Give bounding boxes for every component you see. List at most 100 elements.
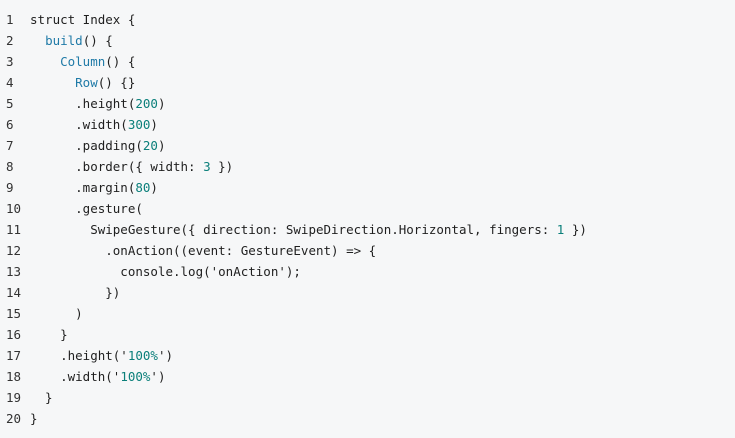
code-token: })	[30, 285, 121, 300]
line-number: 3	[6, 54, 14, 69]
code-line: 3 Column() {	[0, 51, 735, 72]
line-number: 4	[6, 75, 14, 90]
line-number: 7	[6, 138, 14, 153]
code-line: 1 struct Index {	[0, 9, 735, 30]
code-token: })	[210, 159, 234, 174]
line-content: }	[30, 411, 735, 426]
code-token: .height(	[30, 96, 136, 111]
code-line: 4 Row() {}	[0, 72, 735, 93]
code-token: .padding(	[30, 138, 143, 153]
code-token: ')	[150, 369, 166, 384]
code-token: )	[157, 96, 166, 111]
code-token: () {}	[97, 75, 136, 90]
code-token: () {	[82, 33, 113, 48]
code-line: 8 .border({ width: 3 })	[0, 156, 735, 177]
code-token: )	[150, 117, 158, 132]
code-token: console.log('onAction');	[30, 264, 301, 279]
code-line: 11 SwipeGesture({ direction: SwipeDirect…	[0, 219, 735, 240]
line-number: 9	[6, 180, 14, 195]
code-token: .width('	[30, 369, 121, 384]
code-token: SwipeGesture({ direction: SwipeDirection…	[30, 222, 557, 237]
code-token: 200	[135, 96, 158, 111]
line-number: 8	[6, 159, 14, 174]
code-token: )	[30, 306, 83, 321]
code-token: 3	[203, 159, 211, 174]
line-number: 11	[6, 222, 22, 237]
line-content: }	[30, 390, 735, 405]
line-content: })	[30, 285, 735, 300]
line-content: console.log('onAction');	[30, 264, 735, 279]
code-token: struct Index {	[30, 12, 136, 27]
line-number: 14	[6, 285, 22, 300]
code-token	[30, 75, 75, 90]
line-number: 5	[6, 96, 14, 111]
code-token: Row	[75, 75, 98, 90]
code-line: 2 build() {	[0, 30, 735, 51]
line-content: Column() {	[30, 54, 735, 69]
code-token	[30, 54, 60, 69]
code-line: 14 })	[0, 282, 735, 303]
code-token: .gesture(	[30, 201, 143, 216]
code-token: 100%	[127, 348, 158, 363]
line-content: build() {	[30, 33, 735, 48]
code-line: 13 console.log('onAction');	[0, 261, 735, 282]
line-content: .margin(80)	[30, 180, 735, 195]
code-token: 1	[556, 222, 565, 237]
code-token	[30, 33, 45, 48]
line-number: 18	[6, 369, 22, 384]
code-line: 19 }	[0, 387, 735, 408]
code-token: }	[30, 327, 68, 342]
code-line: 17 .height('100%')	[0, 345, 735, 366]
code-token: Column	[60, 54, 106, 69]
line-number: 1	[6, 12, 14, 27]
code-token: 80	[135, 180, 151, 195]
code-token: )	[157, 138, 166, 153]
line-content: }	[30, 327, 735, 342]
code-line: 15 )	[0, 303, 735, 324]
code-line: 18 .width('100%')	[0, 366, 735, 387]
line-content: )	[30, 306, 735, 321]
line-number: 2	[6, 33, 14, 48]
code-line: 10 .gesture(	[0, 198, 735, 219]
line-content: .border({ width: 3 })	[30, 159, 735, 174]
line-number: 6	[6, 117, 14, 132]
line-number: 20	[6, 411, 22, 426]
code-line: 16 }	[0, 324, 735, 345]
code-token: })	[564, 222, 587, 237]
code-line: 20}	[0, 408, 735, 429]
code-token: () {	[105, 54, 136, 69]
code-token: .height('	[30, 348, 128, 363]
line-content: .height('100%')	[30, 348, 735, 363]
code-token: )	[150, 180, 158, 195]
line-content: .width('100%')	[30, 369, 735, 384]
line-content: .onAction((event: GestureEvent) => {	[30, 243, 735, 258]
code-token: }	[30, 411, 38, 426]
code-token: 100%	[120, 369, 151, 384]
line-number: 13	[6, 264, 22, 279]
line-number: 15	[6, 306, 22, 321]
code-line: 12 .onAction((event: GestureEvent) => {	[0, 240, 735, 261]
line-number: 17	[6, 348, 22, 363]
code-token: ')	[157, 348, 174, 363]
line-number: 10	[6, 201, 22, 216]
code-line: 5 .height(200)	[0, 93, 735, 114]
code-token: build	[45, 33, 83, 48]
line-content: .width(300)	[30, 117, 735, 132]
line-content: struct Index {	[30, 12, 735, 27]
code-token: .border({ width:	[30, 159, 204, 174]
line-content: SwipeGesture({ direction: SwipeDirection…	[30, 222, 735, 237]
code-line: 7 .padding(20)	[0, 135, 735, 156]
line-number: 12	[6, 243, 22, 258]
line-number: 16	[6, 327, 22, 342]
line-content: .gesture(	[30, 201, 735, 216]
line-number: 19	[6, 390, 22, 405]
line-content: Row() {}	[30, 75, 735, 90]
code-line: 9 .margin(80)	[0, 177, 735, 198]
line-content: .padding(20)	[30, 138, 735, 153]
code-token: .onAction((event: GestureEvent) => {	[30, 243, 377, 258]
line-content: .height(200)	[30, 96, 735, 111]
code-token: .margin(	[30, 180, 136, 195]
code-token: }	[30, 390, 53, 405]
code-token: 20	[142, 138, 158, 153]
